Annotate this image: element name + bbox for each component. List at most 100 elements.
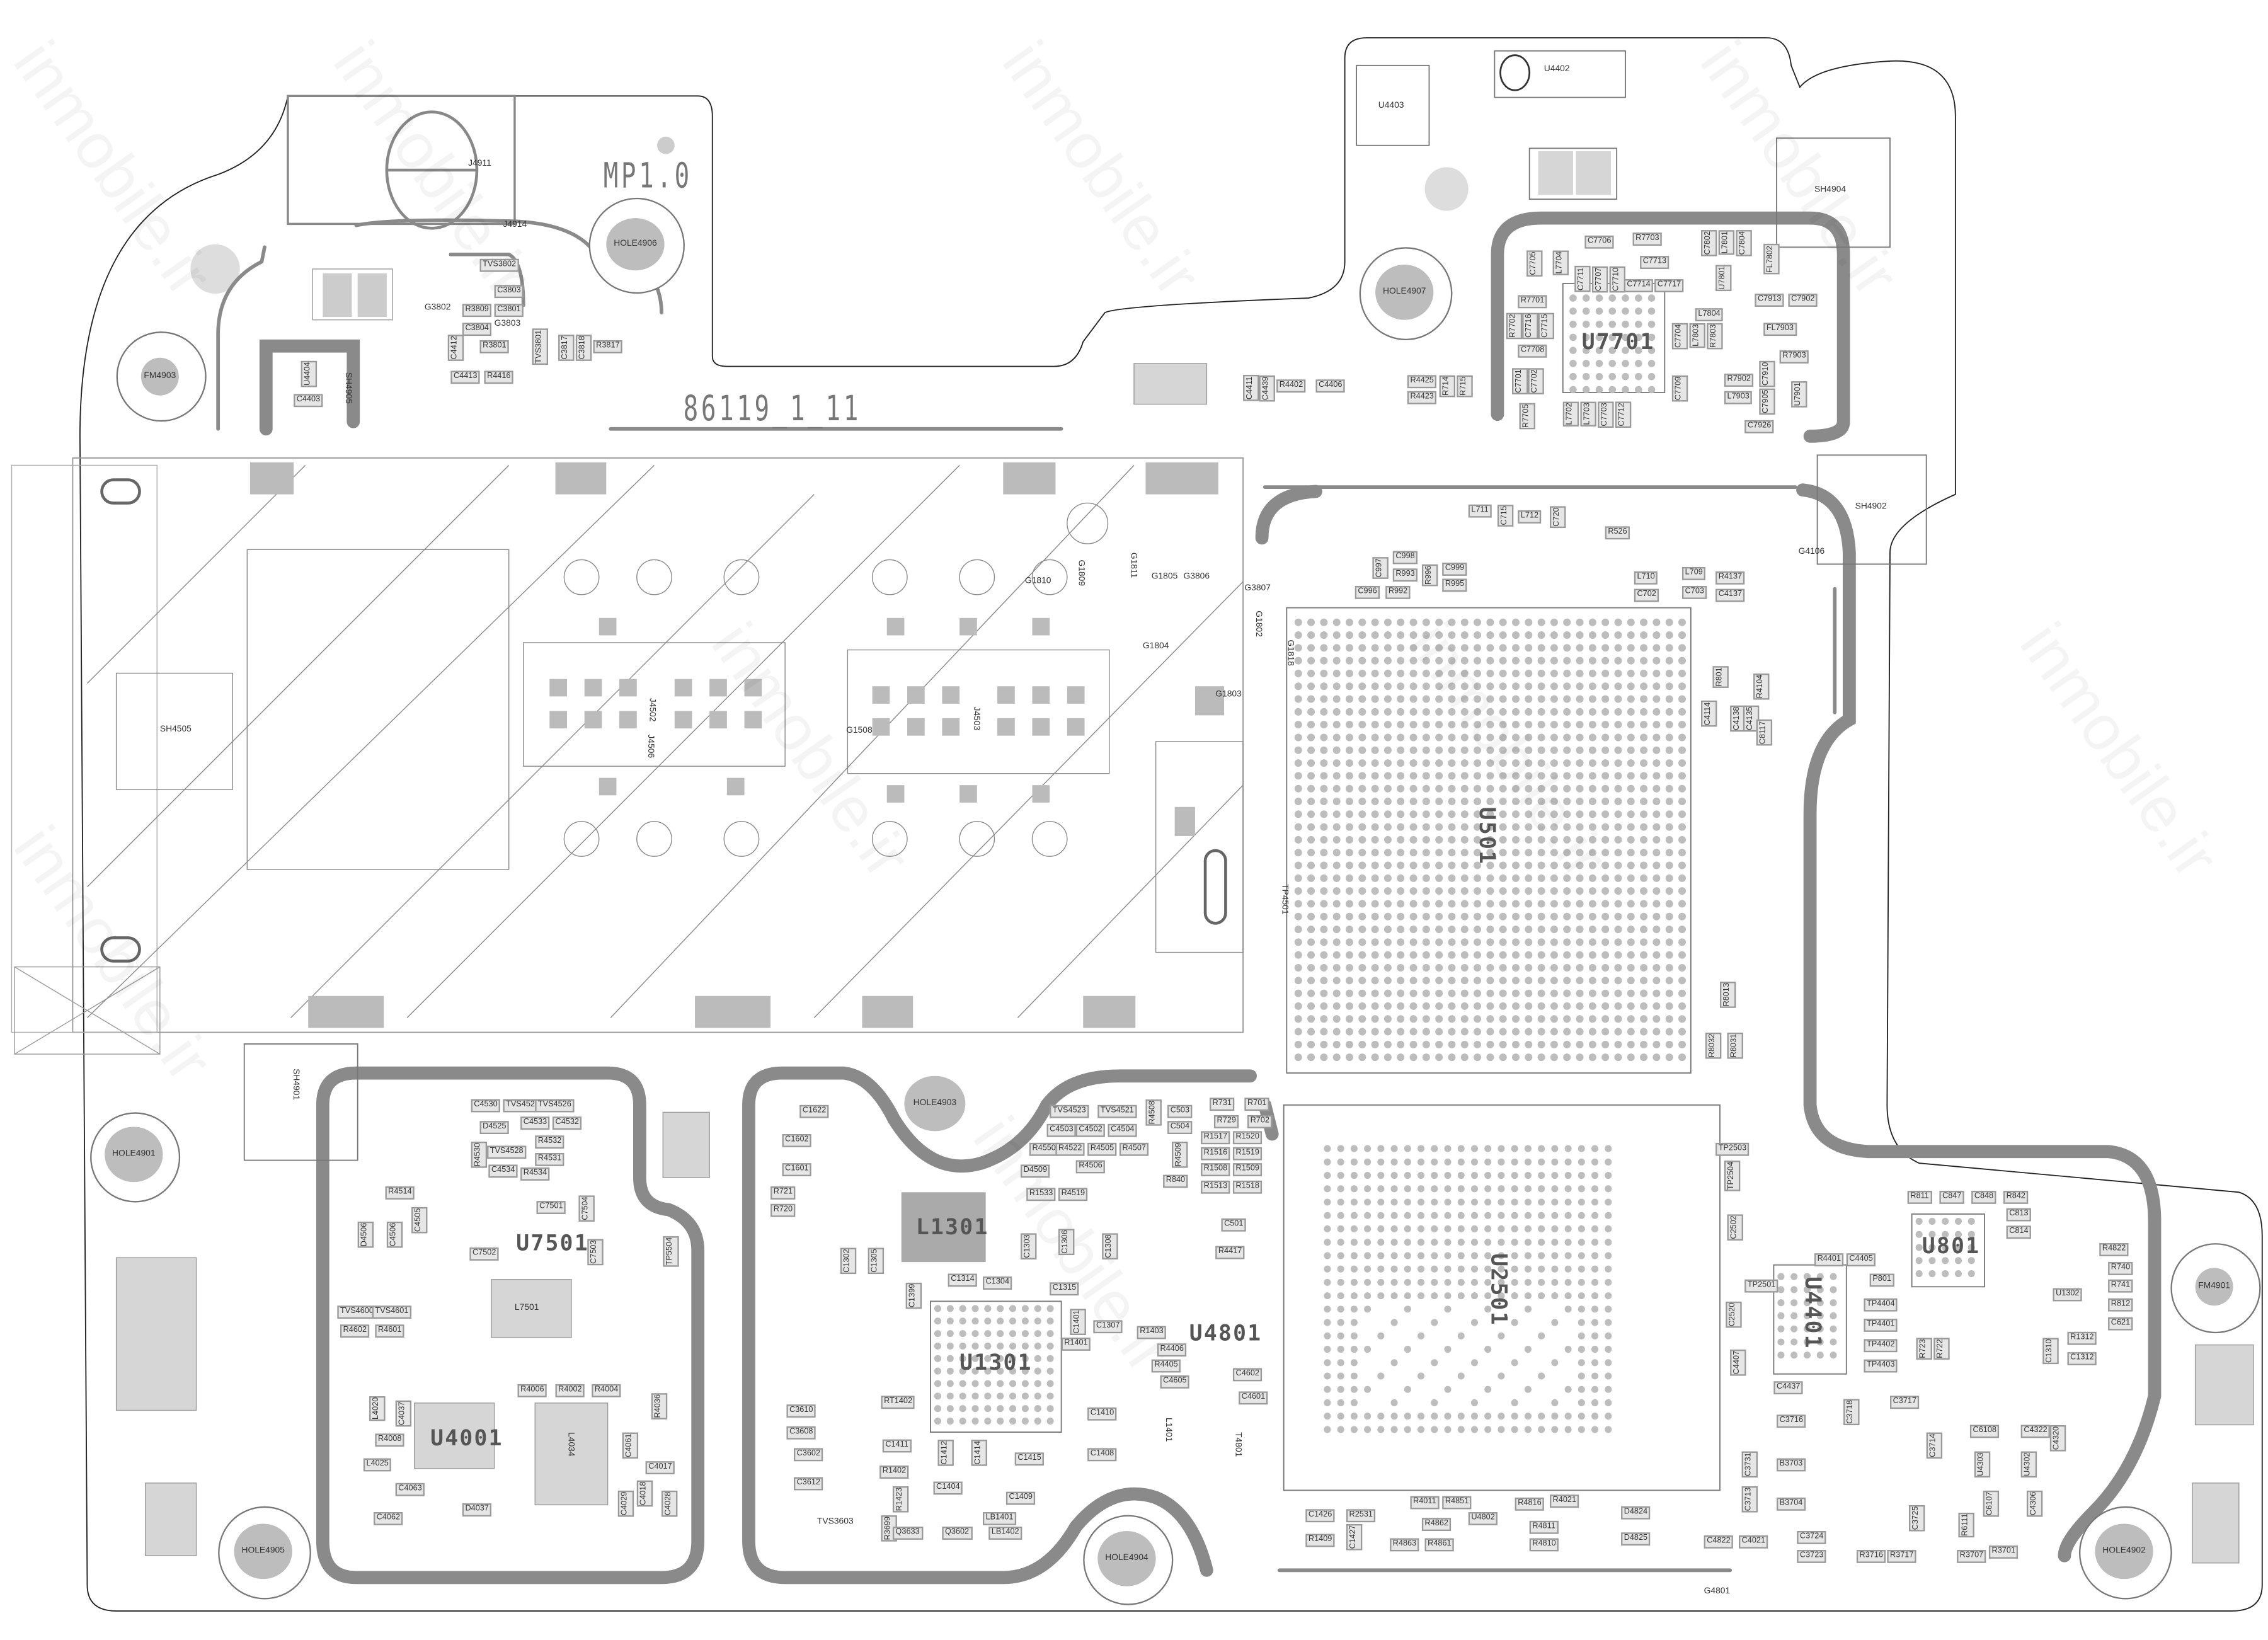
component-d4825[interactable]: D4825	[1621, 1532, 1651, 1546]
component-c2502[interactable]: C2502	[1727, 1213, 1743, 1241]
component-c999[interactable]: C999	[1442, 563, 1467, 576]
component-r4011[interactable]: R4011	[1410, 1496, 1440, 1510]
component-r1508[interactable]: R1508	[1201, 1163, 1230, 1176]
component-l4020[interactable]: L4020	[369, 1396, 386, 1421]
component-tp4403[interactable]: TP4403	[1864, 1359, 1898, 1373]
component-c7503[interactable]: C7503	[587, 1239, 604, 1266]
component-c3608[interactable]: C3608	[786, 1426, 816, 1440]
component-r7705[interactable]: R7705	[1519, 403, 1535, 430]
component-r1517[interactable]: R1517	[1201, 1131, 1230, 1145]
component-c7704[interactable]: C7704	[1671, 323, 1688, 350]
component-c3818[interactable]: C3818	[575, 334, 592, 361]
component-r7903[interactable]: R7903	[1779, 350, 1809, 364]
component-r4851[interactable]: R4851	[1442, 1496, 1472, 1510]
component-c7905[interactable]: C7905	[1759, 388, 1775, 415]
component-c7709[interactable]: C7709	[1671, 375, 1688, 402]
component-c4018[interactable]: C4018	[636, 1480, 653, 1507]
component-c503[interactable]: C503	[1167, 1104, 1193, 1118]
component-c4322[interactable]: C4322	[2020, 1425, 2051, 1438]
component-c7913[interactable]: C7913	[1755, 294, 1785, 307]
component-tvs3802[interactable]: TVS3802	[479, 258, 519, 272]
component-c4601[interactable]: C4601	[1239, 1391, 1268, 1405]
chip-u4801[interactable]: U4801	[1189, 1320, 1263, 1346]
component-c4411[interactable]: C4411	[1243, 375, 1259, 401]
component-c4822[interactable]: C4822	[1704, 1535, 1734, 1549]
component-l711[interactable]: L711	[1468, 504, 1492, 518]
component-c4405[interactable]: C4405	[1846, 1253, 1876, 1267]
component-c1305[interactable]: C1305	[868, 1247, 885, 1275]
component-c4406[interactable]: C4406	[1315, 379, 1346, 393]
component-r812[interactable]: R812	[2108, 1298, 2133, 1312]
component-tvs4601[interactable]: TVS4601	[372, 1305, 411, 1319]
component-c4029[interactable]: C4029	[617, 1490, 634, 1517]
component-c4602[interactable]: C4602	[1232, 1368, 1263, 1382]
component-c7711[interactable]: C7711	[1574, 266, 1591, 292]
component-c998[interactable]: C998	[1392, 551, 1418, 565]
component-c702[interactable]: C702	[1634, 588, 1659, 602]
component-r4522[interactable]: R4522	[1055, 1142, 1085, 1156]
component-r4531[interactable]: R4531	[535, 1153, 564, 1166]
component-r714[interactable]: R714	[1439, 375, 1456, 398]
component-c1304[interactable]: C1304	[983, 1276, 1012, 1290]
component-rt1402[interactable]: RT1402	[881, 1396, 915, 1409]
component-c501[interactable]: C501	[1221, 1218, 1247, 1232]
component-r4534[interactable]: R4534	[520, 1167, 550, 1181]
component-c4503[interactable]: C4503	[1046, 1123, 1077, 1137]
component-c1308[interactable]: C1308	[1102, 1232, 1118, 1259]
component-fl7802[interactable]: FL7802	[1763, 244, 1780, 275]
component-r729[interactable]: R729	[1213, 1115, 1239, 1128]
component-c7701[interactable]: C7701	[1512, 367, 1528, 394]
component-tp4402[interactable]: TP4402	[1864, 1339, 1898, 1353]
component-c4062[interactable]: C4062	[374, 1512, 403, 1525]
component-r4405[interactable]: R4405	[1151, 1359, 1181, 1373]
component-r715[interactable]: R715	[1457, 375, 1473, 398]
component-c3723[interactable]: C3723	[1797, 1550, 1826, 1563]
component-r1312[interactable]: R1312	[2067, 1331, 2097, 1345]
component-r4423[interactable]: R4423	[1407, 391, 1437, 404]
component-r4530[interactable]: R4530	[471, 1141, 488, 1168]
component-r3809[interactable]: R3809	[462, 304, 492, 318]
component-r1409[interactable]: R1409	[1305, 1534, 1335, 1547]
component-c1310[interactable]: C1310	[2042, 1338, 2059, 1365]
component-u7901[interactable]: U7901	[1791, 381, 1807, 408]
component-c847[interactable]: C847	[1939, 1191, 1965, 1204]
component-lb1402[interactable]: LB1402	[988, 1527, 1022, 1540]
component-c4407[interactable]: C4407	[1730, 1349, 1746, 1376]
hole-4906[interactable]: HOLE4906	[606, 218, 665, 271]
component-c8117[interactable]: C8117	[1756, 720, 1773, 746]
component-c4534[interactable]: C4534	[488, 1164, 518, 1178]
component-r3817[interactable]: R3817	[593, 340, 623, 353]
component-tp4401[interactable]: TP4401	[1864, 1319, 1898, 1332]
component-c7502[interactable]: C7502	[469, 1247, 500, 1261]
component-r992[interactable]: R992	[1385, 586, 1411, 599]
component-l7804[interactable]: L7804	[1695, 308, 1724, 322]
component-tp2504[interactable]: TP2504	[1724, 1160, 1741, 1191]
hole-4907[interactable]: HOLE4907	[1375, 265, 1434, 320]
component-c4017[interactable]: C4017	[645, 1461, 675, 1475]
component-r4810[interactable]: R4810	[1529, 1538, 1559, 1552]
component-c3718[interactable]: C3718	[1843, 1399, 1860, 1426]
component-c1426[interactable]: C1426	[1305, 1509, 1335, 1523]
component-r4416[interactable]: R4416	[484, 370, 514, 384]
component-r701[interactable]: R701	[1244, 1098, 1269, 1111]
component-b3704[interactable]: B3704	[1777, 1497, 1806, 1511]
component-c3716[interactable]: C3716	[1777, 1414, 1806, 1428]
component-l7903[interactable]: L7903	[1724, 391, 1753, 404]
component-c4412[interactable]: C4412	[447, 334, 464, 361]
component-r4816[interactable]: R4816	[1515, 1497, 1545, 1511]
component-c814[interactable]: C814	[2006, 1225, 2032, 1239]
component-tp4404[interactable]: TP4404	[1864, 1298, 1898, 1312]
component-r7702[interactable]: R7702	[1506, 313, 1523, 340]
component-c3714[interactable]: C3714	[1926, 1432, 1943, 1459]
component-r4406[interactable]: R4406	[1157, 1343, 1187, 1357]
component-c1401[interactable]: C1401	[1070, 1308, 1086, 1335]
component-r4506[interactable]: R4506	[1075, 1160, 1106, 1174]
component-d4509[interactable]: D4509	[1021, 1164, 1050, 1178]
fm-4901[interactable]: FM4901	[2195, 1268, 2233, 1306]
component-r4862[interactable]: R4862	[1421, 1518, 1452, 1532]
hole-4902[interactable]: HOLE4902	[2095, 1523, 2153, 1580]
component-lb1401[interactable]: LB1401	[983, 1512, 1017, 1525]
fm-4903[interactable]: FM4903	[140, 357, 179, 396]
component-r8032[interactable]: R8032	[1705, 1032, 1722, 1059]
component-c4437[interactable]: C4437	[1773, 1381, 1804, 1395]
